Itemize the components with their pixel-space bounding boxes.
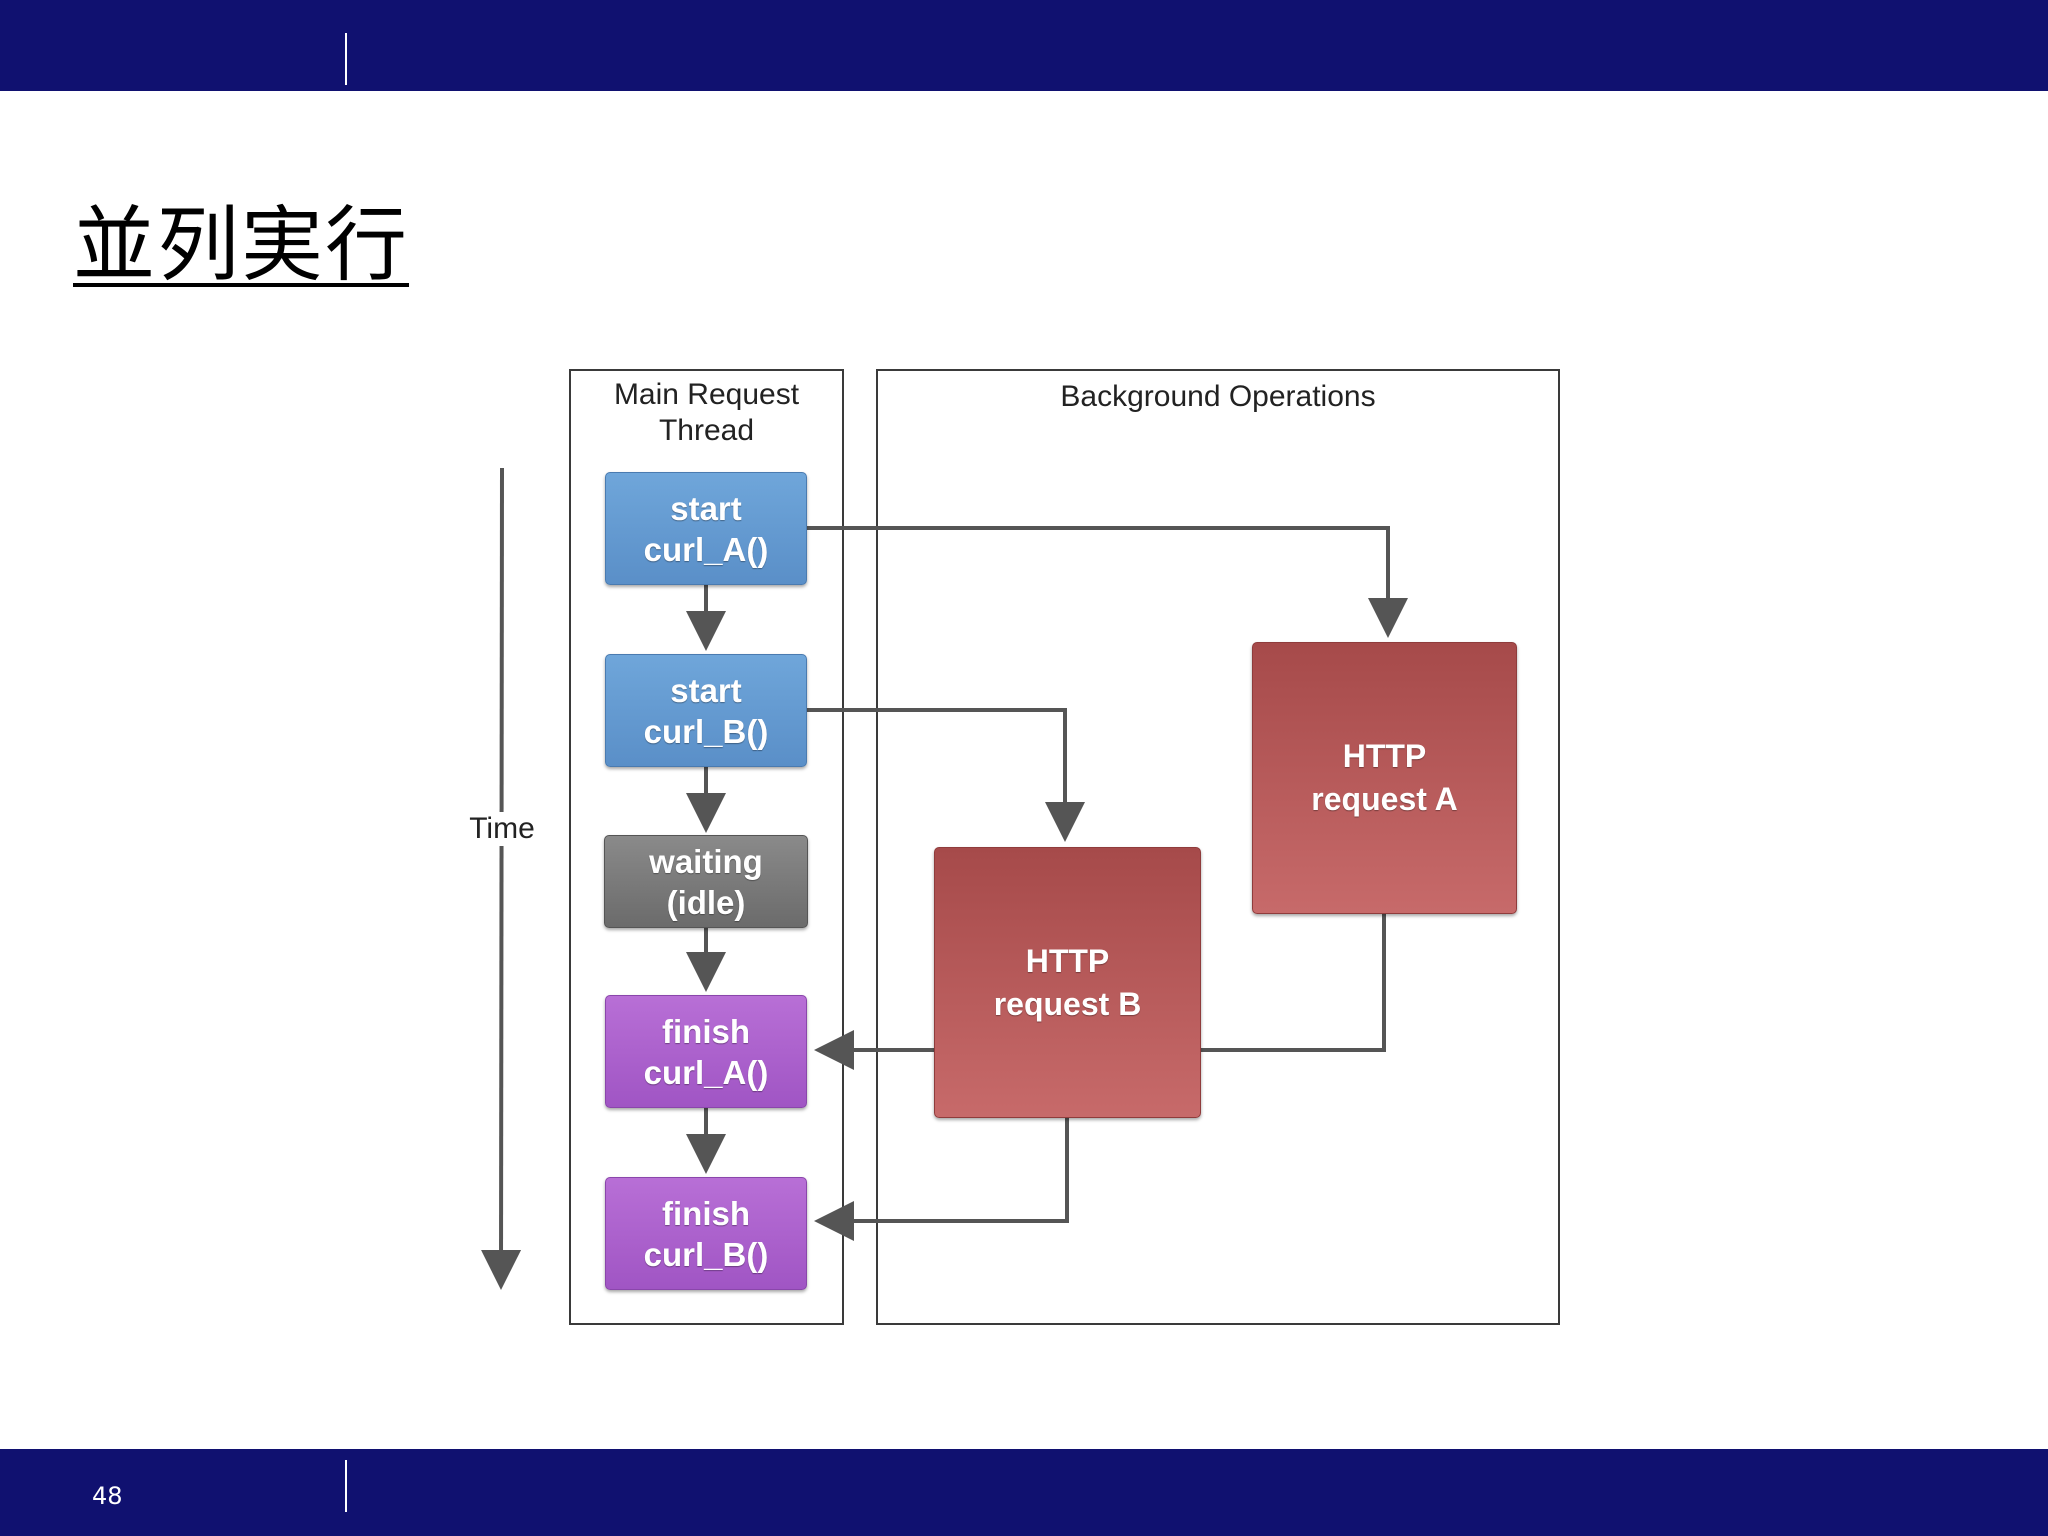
start-curl-b-line1: start (670, 671, 742, 709)
start-curl-b-box: start curl_B() (605, 654, 807, 767)
footer-bar: 48 (0, 1449, 2048, 1536)
waiting-idle-box: waiting (idle) (604, 835, 808, 928)
header-divider (345, 33, 347, 85)
http-request-b-line1: HTTP (1025, 942, 1110, 979)
page-number: 48 (92, 1482, 123, 1510)
http-request-a-line2: request A (1311, 781, 1458, 817)
finish-curl-b-line1: finish (662, 1194, 750, 1232)
background-operations-title: Background Operations (1060, 380, 1376, 413)
finish-curl-a-box: finish curl_A() (605, 995, 807, 1108)
main-thread-title-line2: Thread (658, 414, 755, 447)
start-curl-a-line2: curl_A() (643, 530, 769, 568)
finish-curl-b-line2: curl_B() (643, 1235, 769, 1273)
main-thread-title: Main Request Thread (571, 377, 842, 449)
start-curl-b-line2: curl_B() (643, 712, 769, 750)
main-thread-title-line1: Main Request (613, 378, 800, 411)
http-request-b-box: HTTP request B (934, 847, 1201, 1118)
time-label: Time (460, 812, 544, 846)
time-axis-arrow (481, 467, 522, 1290)
http-request-a-line1: HTTP (1342, 738, 1427, 774)
arrow-start-a-to-http-a (806, 526, 1408, 638)
arrow-http-b-to-finish-b (814, 1118, 1069, 1241)
http-request-b-line2: request B (993, 985, 1142, 1022)
waiting-idle-line2: (idle) (666, 883, 746, 921)
start-curl-a-line1: start (670, 489, 742, 527)
http-request-a-box: HTTP request A (1252, 642, 1517, 914)
finish-curl-a-line1: finish (662, 1012, 750, 1050)
waiting-idle-line1: waiting (649, 842, 763, 880)
slide-title: 並列実行 (73, 198, 410, 293)
header-bar (0, 0, 2048, 91)
arrow-start-b-to-http-b (806, 708, 1085, 842)
footer-divider (345, 1460, 347, 1512)
start-curl-a-box: start curl_A() (605, 472, 807, 585)
finish-curl-a-line2: curl_A() (643, 1053, 769, 1091)
finish-curl-b-box: finish curl_B() (605, 1177, 807, 1290)
